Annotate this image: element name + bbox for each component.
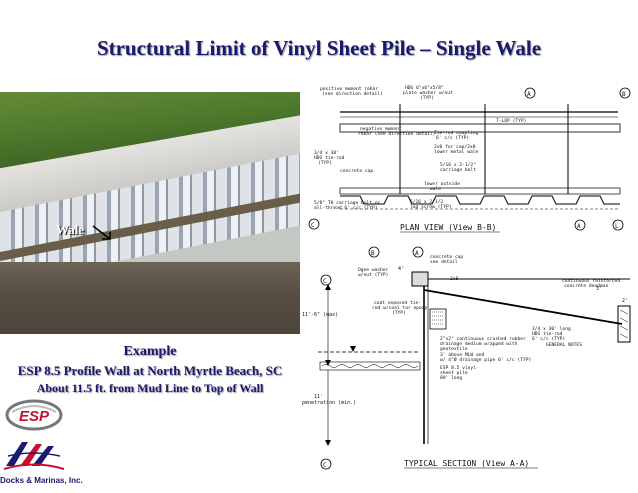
section-mark-c2: C [323,462,327,469]
section-note-5: 2x8 [450,276,459,282]
example-height: About 11.5 ft. from Mud Line to Top of W… [36,381,264,395]
section-mark-b: B [371,250,375,257]
section-note-13: 6' c/c (TYP) [532,336,565,342]
plan-view: A B C A L positive moment rebar (see dir… [308,85,631,233]
wale-label: Wale [56,222,85,237]
example-location: ESP 8.5 Profile Wall at North Myrtle Bea… [17,363,283,378]
section-note-14: GENERAL NOTES [546,342,582,348]
plan-note-2: (see direction detail) [322,91,383,97]
section-note-8: (TYP) [392,310,406,316]
section-note-15: 2"x2" continuous crushed rubber [440,336,526,342]
plan-note-1: positive moment rebar [320,86,378,92]
slide-title: Structural Limit of Vinyl Sheet Pile – S… [96,36,542,60]
plan-note-22: all-thread 6' c/c (TYP) [314,205,378,211]
plan-mark-l: L [615,223,619,230]
dim-penetration-label: penetration (min.) [302,400,356,406]
plan-note-16: concrete cap [340,168,373,174]
plan-note-5: (TYP) [420,95,434,101]
section-note-20: ESP 8.5 vinyl [440,365,476,371]
section-note-6: coat exposed tie- [374,300,421,306]
typical-section: B A C 11'-6" (max) 11' penetratio [302,246,631,470]
section-note-11: 3/4 x 30' long [532,326,571,332]
dim-deadman-width: 2' [622,298,628,304]
plan-note-23: 5/16 x 2-1/2 [410,199,443,205]
dim-exposed-height: 11'-6" (max) [302,312,338,318]
section-mark-a: A [415,250,419,257]
plan-mark-b: B [622,91,626,98]
plan-note-12: lower metal wale [434,149,478,155]
section-note-3: concrete cap [430,254,463,260]
typical-section-title: TYPICAL SECTION (View A-A) [404,459,529,468]
sheet-pile-photo [0,92,300,334]
plan-note-17: 5/16 x 2-1/2" [440,162,476,168]
plan-note-10: 6' c/c (TYP) [436,135,469,141]
wale-arrow-icon [92,225,111,240]
section-note-17: geotextile [440,346,468,352]
plan-note-13: 3/4 x 30' [314,150,339,156]
plan-note-3: HDG 6"x6"x5/8" [405,85,444,91]
section-note-12: HDG tie-rod [532,331,563,337]
engineering-drawing: A B C A L positive moment rebar (see dir… [302,85,631,470]
section-note-18: 3' above MLW and [440,352,484,358]
section-note-1: Ogee washer [358,267,389,273]
dim-penetration-length: 11' [314,394,323,400]
plan-note-24: lag screw (TYP) [410,204,452,210]
section-note-9: continuous reinforced [562,278,620,284]
plan-view-title: PLAN VIEW (View B-B) [400,223,496,232]
plan-note-14: HDG tie-rod [314,155,345,161]
plan-note-7: rebar (see direction detail) [358,131,435,137]
section-note-16: drainage medium wrapped with [440,341,518,347]
esp-logo-text: ESP [19,408,50,425]
example-heading: Example [123,344,177,359]
plan-note-21: 5/8" TH carriage bolt or [314,200,381,206]
plan-note-8: 7-LOP (TYP) [496,118,526,124]
section-note-2: w/nut (TYP) [358,272,388,278]
section-note-10: concrete deadman [564,283,608,289]
plan-note-6: negative moment [360,126,402,132]
section-mark-c: C [323,278,327,285]
esp-logo-icon: ESP [5,399,63,431]
section-note-7: rod w/coal tar epoxy [372,305,428,311]
docks-marinas-logo-icon [3,442,65,470]
section-note-22: 8H' long [440,375,462,381]
plan-note-11: 2x6 for cap/2x8 [434,144,476,150]
section-note-21: sheet pile [440,370,468,376]
docks-marinas-text: Docks & Marinas, Inc. [0,476,83,485]
plan-note-15: (TYP) [318,160,332,166]
plan-note-4: plate washer w/nut [403,90,453,96]
plan-mark-a: A [527,91,531,98]
photo-water [0,262,300,334]
section-note-4: see detail [430,259,458,265]
plan-note-19: lower outside [424,181,460,187]
plan-mark-a2: A [577,223,581,230]
plan-mark-c: C [311,222,315,229]
plan-note-9: Tie-rod coupling [434,130,478,136]
plan-note-20: wale [430,186,441,192]
dim-deadman-height: 3' [596,286,602,292]
section-note-19: w/ 4"Ø drainage pipe 6' c/c (TYP) [440,356,531,363]
dim-cap-width: 4' [398,266,404,272]
plan-note-18: carriage bolt [440,167,476,173]
